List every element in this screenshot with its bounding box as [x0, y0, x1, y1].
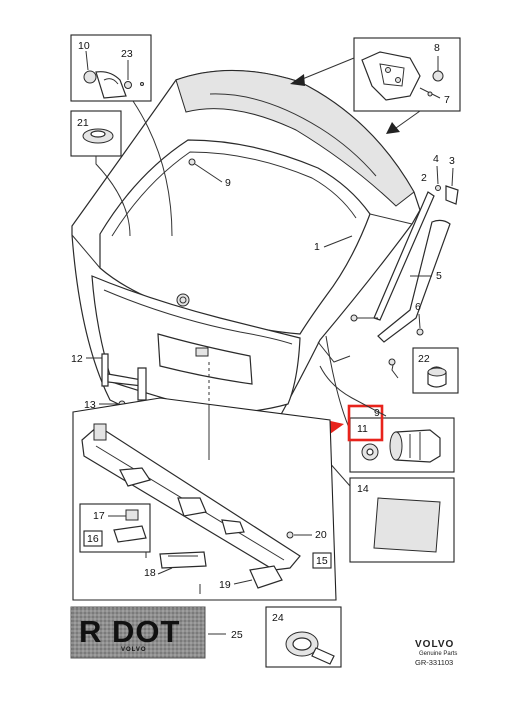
detail-box-24: 24 [265, 606, 342, 668]
detail-box-7-8: 8 7 [353, 37, 461, 112]
detail-box-10-23: 10 23 [70, 34, 152, 102]
rdot-logo-25: R DOT VOLVO 25 [70, 606, 243, 659]
callout-9-top: 9 [225, 177, 231, 189]
detail-box-14: 14 [319, 451, 455, 563]
callout-14: 14 [357, 483, 369, 495]
callout-21: 21 [77, 117, 89, 129]
highlight-box-11 [347, 404, 384, 442]
callout-6: 6 [415, 301, 421, 313]
callout-10: 10 [78, 40, 90, 52]
brand-line: Genuine Parts [419, 651, 457, 657]
callout-17: 17 [93, 510, 105, 522]
leader-8-lower [395, 110, 421, 129]
callout-8: 8 [434, 42, 440, 54]
callout-4: 4 [433, 153, 439, 165]
rdot-logo-text: R DOT [79, 614, 180, 649]
callout-12: 12 [71, 353, 83, 365]
brand-name: VOLVO [415, 639, 454, 650]
callout-22: 22 [418, 353, 430, 365]
callout-25: 25 [231, 629, 243, 641]
lower-light-assembly-box: 17 16 18 19 20 15 [72, 397, 337, 601]
rdot-logo-subtext: VOLVO [121, 647, 147, 653]
callout-20: 20 [315, 529, 327, 541]
brand-block: VOLVO Genuine Parts GR-331103 [415, 639, 457, 667]
callout-9-right: 9 [374, 407, 380, 419]
callout-2: 2 [421, 172, 427, 184]
callout-3: 3 [449, 155, 455, 167]
callout-16: 16 [87, 533, 99, 545]
callout-23: 23 [121, 48, 133, 60]
reference-code: GR-331103 [415, 658, 453, 667]
callout-13: 13 [84, 399, 96, 411]
callout-1: 1 [314, 241, 320, 253]
callout-5: 5 [436, 270, 442, 282]
callout-7: 7 [444, 94, 450, 106]
callout-15: 15 [316, 555, 328, 567]
detail-box-11-9: 11 9 [319, 365, 455, 473]
callout-24: 24 [272, 612, 284, 624]
gas-strut-group: 4 3 2 5 6 [350, 153, 459, 379]
detail-box-22: 22 [412, 347, 459, 394]
callout-18: 18 [144, 567, 156, 579]
leader-8-upper [299, 57, 355, 81]
leader-10 [132, 100, 173, 237]
detail-box-21: 21 [70, 110, 131, 237]
callout-19: 19 [219, 579, 231, 591]
callout-11: 11 [357, 423, 368, 435]
